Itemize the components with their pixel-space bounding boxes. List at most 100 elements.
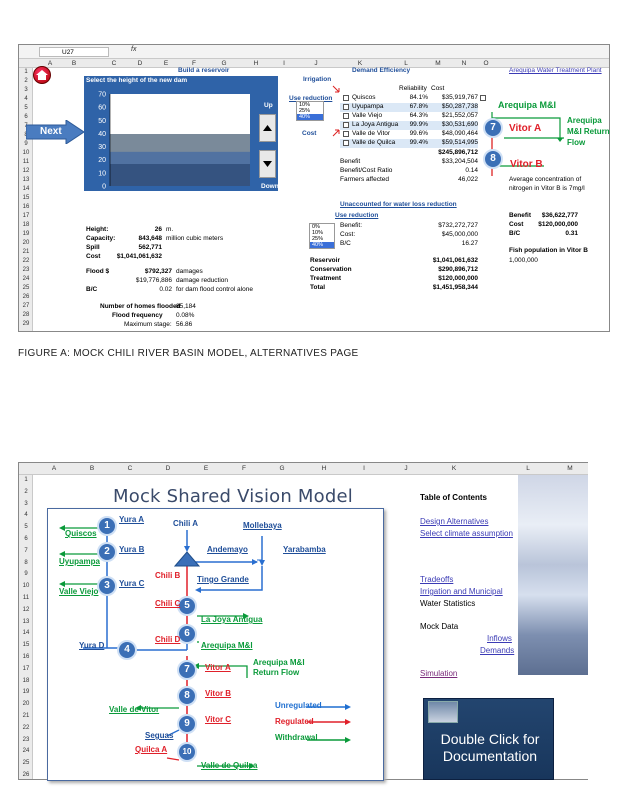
row-header-b-11[interactable]: 11 — [22, 595, 30, 601]
place-andemayo[interactable]: Andemayo — [207, 545, 248, 554]
row-header-b-5[interactable]: 5 — [24, 524, 28, 531]
place-mollebaya[interactable]: Mollebaya — [243, 521, 282, 530]
node-1-icon[interactable]: 1 — [97, 516, 117, 536]
place-chili-a[interactable]: Chili A — [173, 519, 199, 528]
list-option[interactable]: 0% — [312, 224, 320, 230]
place-aqp-mi[interactable]: Arequipa M&I — [201, 641, 253, 650]
place-la-joya[interactable]: La Joya Antigua — [201, 615, 263, 624]
place-tingo-grande[interactable]: Tingo Grande — [197, 575, 249, 584]
toc-simulation[interactable]: Simulation — [420, 669, 458, 678]
column-header-M[interactable]: M — [435, 60, 441, 67]
row-header-17[interactable]: 17 — [22, 213, 30, 219]
column-header-F[interactable]: F — [192, 60, 196, 67]
row-header-28[interactable]: 28 — [22, 312, 30, 318]
place-valle-quilca[interactable]: Valle de Quilca — [201, 761, 258, 770]
node-label-4[interactable]: Yura D — [79, 641, 105, 650]
row-header-b-7[interactable]: 7 — [24, 547, 28, 554]
row-header-5[interactable]: 5 — [24, 105, 28, 111]
row-header-18[interactable]: 18 — [22, 222, 30, 228]
row-header-b-25[interactable]: 25 — [22, 760, 30, 767]
node-9-icon[interactable]: 9 — [177, 714, 197, 734]
checkbox[interactable] — [480, 95, 486, 101]
row-header-b-23[interactable]: 23 — [22, 736, 30, 743]
column-header-b-J[interactable]: J — [404, 465, 408, 472]
row-header-b-22[interactable]: 22 — [22, 724, 30, 731]
row-header-12[interactable]: 12 — [22, 168, 30, 174]
list-option[interactable]: 40% — [297, 114, 323, 120]
row-header-b-4[interactable]: 4 — [24, 512, 28, 519]
list-option[interactable]: 10% — [312, 230, 324, 236]
row-header-26[interactable]: 26 — [22, 294, 30, 300]
row-header-14[interactable]: 14 — [22, 186, 30, 192]
row-header-21[interactable]: 21 — [22, 249, 30, 255]
node-10-icon[interactable]: 10 — [177, 742, 197, 762]
up-button[interactable] — [259, 114, 276, 142]
place-aqp-return[interactable]: Arequipa M&I Return Flow — [253, 658, 305, 677]
row-header-2[interactable]: 2 — [24, 78, 28, 84]
row-header-29[interactable]: 29 — [22, 321, 30, 327]
toc-demands[interactable]: Demands — [480, 646, 515, 655]
column-header-K[interactable]: K — [357, 60, 363, 67]
row-header-27[interactable]: 27 — [22, 303, 30, 309]
row-header-b-13[interactable]: 13 — [22, 618, 30, 625]
checkbox[interactable] — [343, 140, 349, 146]
column-header-L[interactable]: L — [404, 60, 408, 67]
column-header-B[interactable]: B — [71, 60, 77, 67]
node-5-icon[interactable]: 5 — [177, 596, 197, 616]
node-label-9[interactable]: Vitor C — [205, 715, 232, 724]
row-header-20[interactable]: 20 — [22, 240, 30, 246]
row-header-15[interactable]: 15 — [22, 195, 30, 201]
row-header-6[interactable]: 6 — [24, 114, 28, 120]
use-reduction-list[interactable]: 10%25%40% — [296, 101, 324, 121]
list-option[interactable]: 10% — [299, 102, 311, 108]
column-header-A[interactable]: A — [47, 60, 53, 67]
column-header-I[interactable]: I — [283, 60, 285, 67]
column-header-b-E[interactable]: E — [203, 465, 209, 472]
toc-tradeoffs[interactable]: Tradeoffs — [420, 575, 454, 584]
next-button[interactable]: Next — [25, 119, 85, 145]
column-header-b-I[interactable]: I — [363, 465, 365, 472]
row-header-1[interactable]: 1 — [24, 69, 28, 75]
place-uyupampa[interactable]: Uyupampa — [59, 557, 100, 566]
node-label-10[interactable]: Quilca A — [135, 745, 168, 754]
column-header-b-H[interactable]: H — [321, 465, 327, 472]
row-header-b-21[interactable]: 21 — [22, 713, 30, 719]
row-header-9[interactable]: 9 — [24, 141, 28, 147]
name-box[interactable]: U27 — [39, 47, 109, 57]
node-label-1[interactable]: Yura A — [119, 515, 145, 524]
column-header-b-K[interactable]: K — [451, 465, 457, 472]
row-header-19[interactable]: 19 — [22, 231, 30, 237]
column-header-J[interactable]: J — [314, 60, 318, 67]
row-header-b-1[interactable]: 1 — [24, 477, 28, 483]
column-header-b-B[interactable]: B — [89, 465, 95, 472]
row-header-11[interactable]: 11 — [22, 159, 30, 165]
column-header-b-D[interactable]: D — [165, 465, 171, 472]
treatment-plant-link[interactable]: Arequipa Water Treatment Plant — [509, 67, 602, 74]
checkbox[interactable] — [343, 104, 349, 110]
documentation-button[interactable]: Double Click for Documentation — [423, 698, 554, 780]
column-header-G[interactable]: G — [221, 60, 227, 67]
row-header-23[interactable]: 23 — [22, 267, 30, 273]
row-header-b-26[interactable]: 26 — [22, 772, 30, 778]
toc-irrigation-municipal[interactable]: Irrigation and Municipal — [420, 587, 503, 596]
loss-reduction-list[interactable]: 0%10%25%40% — [309, 223, 335, 249]
node-label-6[interactable]: Chili D — [155, 635, 181, 644]
row-header-b-20[interactable]: 20 — [22, 701, 30, 708]
node-label-3[interactable]: Yura C — [119, 579, 145, 588]
node-4-icon[interactable]: 4 — [117, 640, 137, 660]
row-header-22[interactable]: 22 — [22, 258, 30, 264]
column-header-E[interactable]: E — [163, 60, 169, 67]
place-valle-vitor[interactable]: Valle de Vitor — [109, 705, 160, 714]
node-label-5[interactable]: Chili C — [155, 599, 181, 608]
row-header-b-3[interactable]: 3 — [24, 500, 28, 507]
row-header-25[interactable]: 25 — [22, 285, 30, 291]
column-header-b-G[interactable]: G — [279, 465, 285, 472]
down-button[interactable] — [259, 150, 276, 178]
row-header-b-17[interactable]: 17 — [22, 665, 30, 672]
row-header-b-2[interactable]: 2 — [24, 488, 28, 495]
place-valle-viejo[interactable]: Valle Viejo — [59, 587, 99, 596]
toc-inflows[interactable]: Inflows — [487, 634, 512, 643]
column-header-b-C[interactable]: C — [127, 465, 133, 472]
node-label-2[interactable]: Yura B — [119, 545, 145, 554]
row-header-13[interactable]: 13 — [22, 177, 30, 183]
